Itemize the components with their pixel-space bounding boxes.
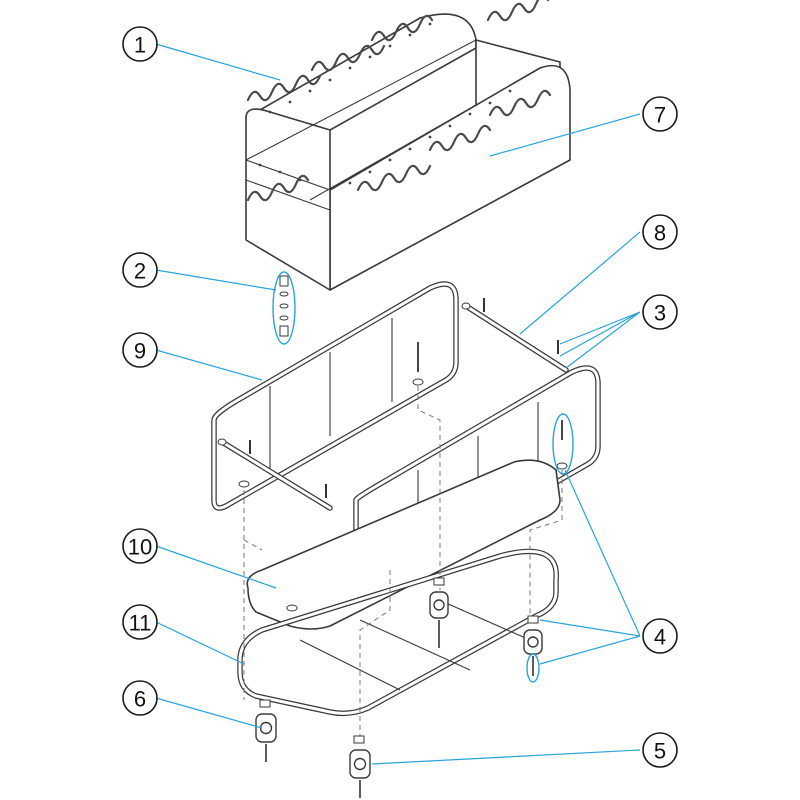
callout-1-label: 1 (134, 33, 146, 58)
caster-rear-right (429, 577, 449, 648)
callout-11: 11 (122, 604, 158, 640)
callout-10: 10 (122, 528, 158, 564)
caster-right (523, 615, 543, 683)
callout-2-label: 2 (134, 259, 146, 284)
caster-left (255, 699, 277, 762)
callout-4-label: 4 (654, 625, 666, 650)
callout-6-label: 6 (134, 687, 146, 712)
pins (249, 298, 559, 498)
callout-8: 8 (642, 214, 678, 250)
callout-3-label: 3 (654, 301, 666, 326)
side-frame-back (211, 281, 459, 511)
callout-10-label: 10 (128, 535, 152, 560)
tray-shelf (246, 459, 561, 630)
callout-9: 9 (122, 332, 158, 368)
leader-lines (155, 43, 641, 765)
callout-7: 7 (642, 96, 678, 132)
fastener-stack (272, 271, 296, 345)
callout-1: 1 (122, 26, 158, 62)
springs (246, 0, 552, 202)
callout-6: 6 (122, 680, 158, 716)
callout-3: 3 (642, 294, 678, 330)
callout-4: 4 (642, 618, 678, 654)
caster-front (349, 735, 371, 798)
callout-7-label: 7 (654, 103, 666, 128)
alignment-lines (243, 386, 563, 740)
callout-2: 2 (122, 252, 158, 288)
callout-5: 5 (642, 732, 678, 768)
callout-9-label: 9 (134, 339, 146, 364)
cross-bars (217, 302, 569, 511)
padded-basket (245, 13, 571, 291)
callout-5-label: 5 (654, 739, 666, 764)
callout-11-label: 11 (129, 611, 152, 636)
callout-8-label: 8 (654, 221, 666, 246)
